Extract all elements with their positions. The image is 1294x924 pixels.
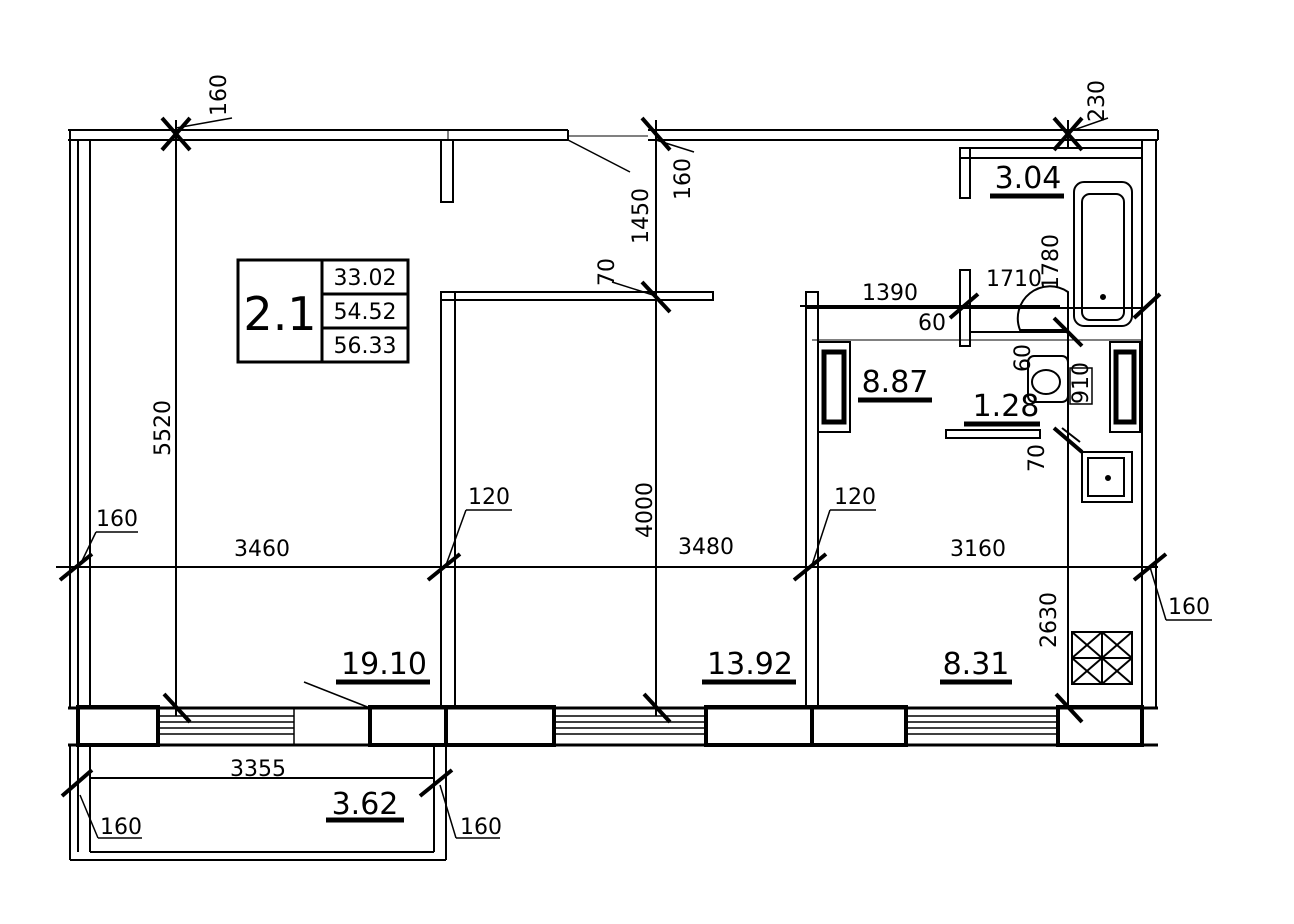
balcony [69, 745, 447, 861]
dim-wall-top-left: 160 [207, 74, 232, 116]
dim-partition-right: 120 [834, 485, 876, 510]
dim-height-mid: 4000 [633, 482, 658, 538]
kitchen-sink-icon [1081, 451, 1133, 503]
room-area-wc: 1.28 [973, 389, 1040, 424]
apartment-legend [236, 258, 410, 364]
dim-width-left: 3460 [234, 537, 290, 562]
exterior-walls [68, 129, 1159, 747]
dim-partition-70-top: 70 [595, 258, 620, 286]
dim-bath-width: 1710 [986, 267, 1042, 292]
dim-wall-left: 160 [96, 507, 138, 532]
dim-width-mid: 3480 [678, 535, 734, 560]
dim-partition-left: 120 [468, 485, 510, 510]
wc-height-frame [1069, 367, 1093, 405]
dim-balcony-wall-left: 160 [100, 815, 142, 840]
dim-height-left: 5520 [151, 400, 176, 456]
apartment-area-living: 33.02 [334, 266, 397, 291]
dim-wc-gap-70: 70 [1025, 444, 1050, 472]
stove-icon [1071, 631, 1133, 685]
room-area-balcony: 3.62 [332, 787, 399, 822]
room-area-living-mid: 13.92 [707, 647, 793, 682]
apartment-area-total: 54.52 [334, 300, 397, 325]
dim-wall-top-mid: 160 [671, 158, 696, 200]
room-area-bedroom-right: 8.31 [943, 647, 1010, 682]
dim-bath-height: 1780 [1039, 234, 1064, 290]
room-area-living-left: 19.10 [341, 647, 427, 682]
dim-wall-right: 160 [1168, 595, 1210, 620]
apartment-code: 2.1 [243, 287, 316, 341]
dim-wc-height: 910 [1069, 362, 1094, 404]
bathtub-icon [1073, 181, 1133, 327]
dim-kitchen-height: 2630 [1037, 592, 1062, 648]
dim-depth-top: 1450 [629, 188, 654, 244]
area-underlines [326, 193, 1064, 823]
dim-hall-width: 1390 [862, 281, 918, 306]
dim-wc-gap-60a: 60 [918, 311, 946, 336]
dim-balcony-wall-right: 160 [460, 815, 502, 840]
washbasin-icon [1016, 285, 1069, 331]
dimension-ticks [58, 116, 1168, 798]
room-area-hall: 8.87 [862, 365, 929, 400]
toilet-icon [1027, 355, 1069, 403]
window-glazing [158, 708, 1058, 745]
room-area-bath: 3.04 [995, 161, 1062, 196]
vent-shafts [817, 341, 1141, 433]
dim-width-right: 3160 [950, 537, 1006, 562]
dim-wall-top-right: 230 [1085, 80, 1110, 122]
dim-wc-gap-60b: 60 [1011, 344, 1036, 372]
dim-balcony-width: 3355 [230, 757, 286, 782]
apartment-area-with-balcony: 56.33 [334, 334, 397, 359]
dimension-lines [56, 117, 1212, 839]
windows-bottom [76, 705, 1144, 747]
